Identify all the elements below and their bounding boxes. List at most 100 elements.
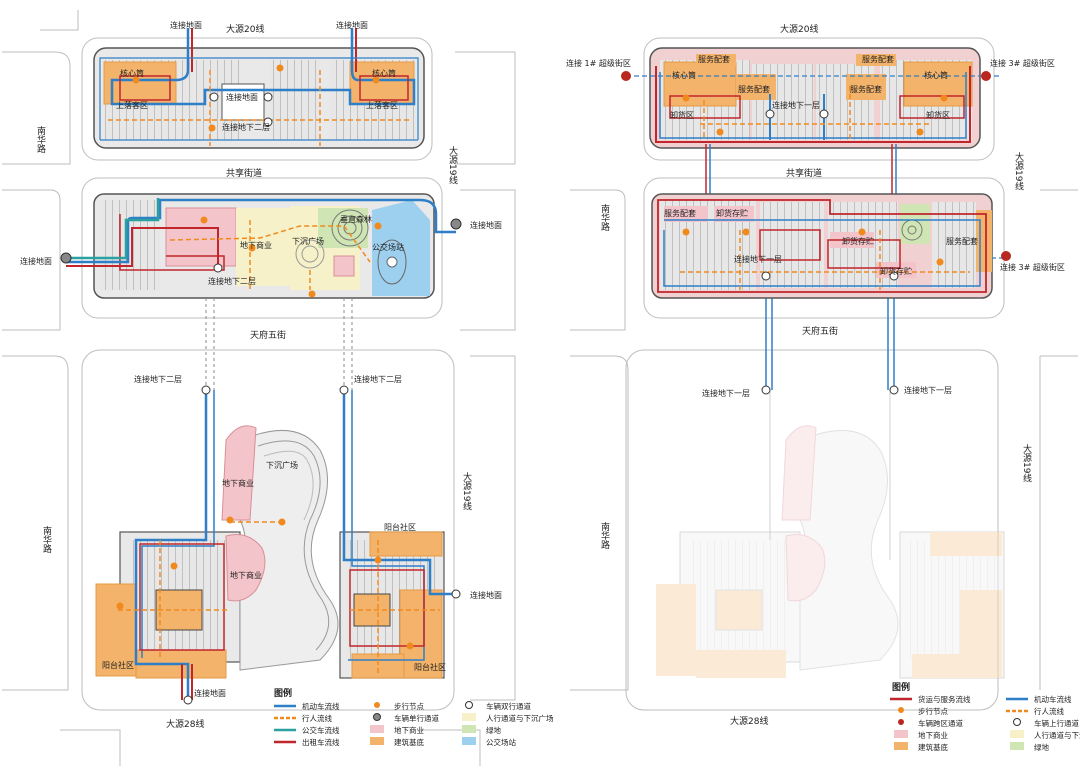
right-block-3 [656, 390, 1005, 679]
right-legend-label-1: 步行节点 [918, 706, 948, 716]
left-annotations: 连接地面 连接地面 核心筒 核心筒 上落客区 上落客区 连接地面 连接地下二层 … [20, 20, 502, 698]
r-conn-super-3a: 连接 3# 超级街区 [990, 58, 1055, 68]
right-legend-symbol-9 [1010, 742, 1024, 750]
left-legend: 图例 机动车流线行人流线公交车流线出租车流线步行节点车辆单行通道地下商业建筑基底… [274, 687, 554, 747]
right-legend-label-8: 人行通道与下沉广场 [1034, 730, 1080, 740]
left-core-right: 核心筒 [372, 68, 396, 78]
right-city-blocks [570, 37, 1078, 711]
left-commerce-b2: 地下商业 [230, 570, 262, 580]
right-legend-label-4: 建筑基底 [918, 742, 948, 752]
r-unload-left: 卸货区 [670, 110, 694, 120]
left-legend-symbol-11 [462, 737, 476, 745]
right-legend-items: 货运与服务流线步行节点车辆跨区通道地下商业建筑基底机动车流线行人流线车辆上行通道… [890, 694, 1080, 752]
left-dashed-connector [205, 298, 353, 390]
left-block-3 [95, 385, 461, 705]
left-road-labels: 大源20线 共享街道 天府五街 大源28线 南华路 南华路 大源19线 大源19… [35, 23, 472, 730]
left-legend-symbol-4 [374, 702, 380, 708]
r-road-west-top: 南华路 [599, 203, 610, 232]
left-legend-label-1: 行人流线 [302, 713, 332, 723]
r-conn-b1-left: 连接地下一层 [702, 388, 750, 398]
left-conn-b2-mid: 连接地下二层 [208, 276, 256, 286]
road-middle: 共享街道 [226, 167, 262, 179]
right-legend-label-5: 机动车流线 [1034, 694, 1072, 704]
left-conn-ground-bottom-e: 连接地面 [470, 590, 502, 600]
left-legend-label-6: 地下商业 [394, 725, 424, 735]
left-legend-symbol-7 [370, 737, 384, 745]
r-conn-b1-top: 连接地下一层 [772, 100, 820, 110]
right-legend-label-6: 行人流线 [1034, 706, 1064, 716]
left-core-left: 核心筒 [120, 68, 144, 78]
road-tianfu: 天府五街 [250, 329, 286, 341]
right-legend-label-9: 绿地 [1034, 742, 1050, 752]
left-legend-symbol-5 [373, 713, 381, 721]
left-conn-ground-1: 连接地面 [170, 20, 202, 30]
right-legend-symbol-1 [898, 707, 904, 713]
r-storage-1: 卸货存贮 [716, 208, 748, 218]
right-block-1 [621, 47, 1000, 149]
right-legend-symbol-8 [1010, 730, 1024, 738]
right-legend-label-7: 车辆上行通道 [1034, 718, 1079, 728]
r-conn-b1-mid: 连接地下一层 [734, 254, 782, 264]
right-legend-label-0: 货运与服务流线 [918, 694, 971, 704]
r-road-west-bottom: 南华路 [599, 521, 610, 550]
r-road-tianfu: 天府五街 [802, 325, 838, 337]
left-forest: 垂直森林 [340, 214, 372, 224]
r-service-1: 服务配套 [698, 54, 730, 64]
r-storage-2: 卸货存贮 [842, 236, 874, 246]
r-service-5: 服务配套 [664, 208, 696, 218]
left-city-blocks [2, 10, 516, 766]
road-east-top: 大源19线 [447, 145, 458, 185]
right-road-labels: 大源20线 共享街道 天府五街 大源28线 南华路 南华路 大源19线 大源19… [599, 23, 1032, 727]
right-legend-symbol-2 [898, 719, 904, 725]
left-balcony-1: 阳台社区 [384, 522, 416, 532]
r-road-east-top: 大源19线 [1013, 151, 1024, 191]
left-block-2 [60, 193, 462, 299]
r-conn-super-1: 连接 1# 超级街区 [566, 58, 631, 68]
left-legend-label-2: 公交车流线 [302, 725, 340, 735]
left-legend-label-0: 机动车流线 [302, 701, 340, 711]
r-conn-super-3b: 连接 3# 超级街区 [1000, 262, 1065, 272]
left-conn-ground-east: 连接地面 [470, 220, 502, 230]
road-west-bottom: 南华路 [41, 525, 52, 554]
road-north: 大源20线 [226, 23, 264, 35]
left-legend-symbol-9 [462, 713, 476, 721]
left-legend-label-10: 绿地 [486, 725, 501, 735]
r-conn-b1-right: 连接地下一层 [904, 385, 952, 395]
r-road-north: 大源20线 [780, 23, 818, 35]
right-legend-symbol-3 [894, 730, 908, 738]
right-legend-symbol-4 [894, 742, 908, 750]
left-block-1 [93, 28, 425, 149]
left-legend-items: 机动车流线行人流线公交车流线出租车流线步行节点车辆单行通道地下商业建筑基底车辆双… [274, 701, 554, 747]
left-legend-label-8: 车辆双行通道 [486, 701, 531, 711]
left-panel: 大源20线 共享街道 天府五街 大源28线 南华路 南华路 大源19线 大源19… [2, 10, 554, 766]
left-legend-symbol-6 [370, 725, 384, 733]
left-conn-ground-west: 连接地面 [20, 256, 52, 266]
road-east-bottom: 大源19线 [461, 471, 472, 511]
left-sunken-mid: 下沉广场 [292, 236, 324, 246]
left-balcony-2: 阳台社区 [102, 660, 134, 670]
left-conn-b2-left: 连接地下二层 [134, 374, 182, 384]
left-sunken-bottom: 下沉广场 [266, 460, 298, 470]
right-legend-label-2: 车辆跨区通道 [918, 718, 963, 728]
right-panel: 大源20线 共享街道 天府五街 大源28线 南华路 南华路 大源19线 大源19… [566, 23, 1080, 752]
r-road-east-bottom: 大源19线 [1021, 443, 1032, 483]
r-service-2: 服务配套 [862, 54, 894, 64]
left-balcony-3: 阳台社区 [414, 662, 446, 672]
r-road-middle: 共享街道 [786, 167, 822, 179]
left-legend-symbol-10 [462, 725, 476, 733]
left-legend-symbol-8 [465, 701, 473, 709]
right-legend-title: 图例 [892, 681, 910, 693]
r-road-south: 大源28线 [730, 715, 768, 727]
r-service-4: 服务配套 [850, 84, 882, 94]
left-legend-label-4: 步行节点 [394, 701, 424, 711]
left-legend-label-7: 建筑基底 [394, 737, 424, 747]
r-service-3: 服务配套 [738, 84, 770, 94]
left-conn-ground-bottom-s: 连接地面 [194, 688, 226, 698]
left-conn-ground-mid: 连接地面 [226, 92, 258, 102]
left-drop-right: 上落客区 [366, 100, 398, 110]
left-commerce-mid: 地下商业 [240, 240, 272, 250]
left-conn-b2-top: 连接地下二层 [222, 122, 270, 132]
right-legend: 图例 货运与服务流线步行节点车辆跨区通道地下商业建筑基底机动车流线行人流线车辆上… [890, 681, 1080, 752]
left-conn-b2-right: 连接地下二层 [354, 374, 402, 384]
